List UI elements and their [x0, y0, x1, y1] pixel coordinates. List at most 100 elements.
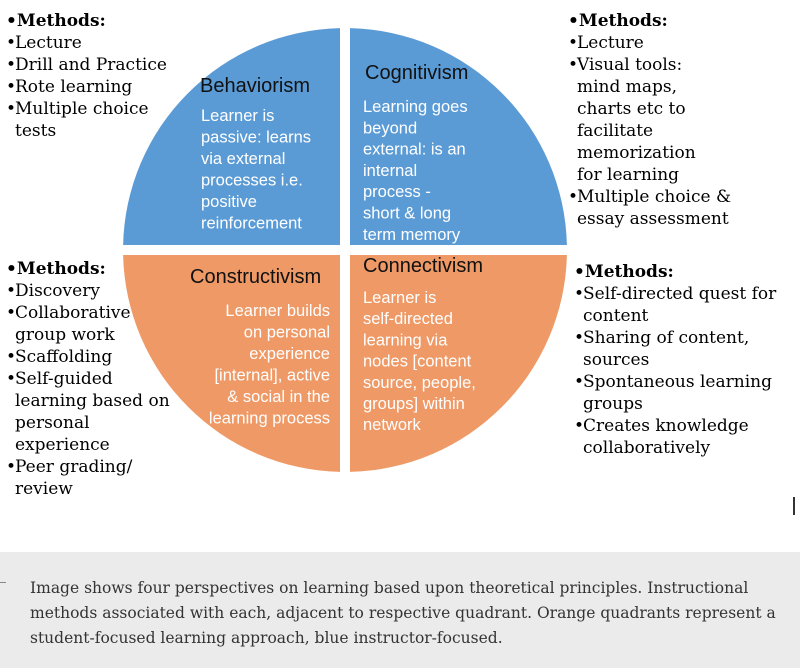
- description-line: learning via: [363, 331, 448, 349]
- method-item-line: essay assessment: [577, 209, 729, 229]
- method-item-line: memorization: [577, 143, 696, 163]
- method-item: Lecture: [6, 32, 171, 54]
- description-line: on personal: [244, 324, 330, 342]
- description-line: & social in the: [227, 388, 330, 406]
- method-item-line: facilitate: [577, 121, 654, 141]
- quadrant-cognitivism: [350, 28, 567, 245]
- caption-panel: Image shows four perspectives on learnin…: [0, 552, 800, 668]
- description-line: short & long: [363, 205, 451, 223]
- methods-list: LectureVisual tools:mind maps,charts etc…: [568, 32, 768, 230]
- method-item-line: mind maps,: [577, 77, 678, 97]
- method-item-line: Lecture: [15, 33, 82, 53]
- method-item-line: Creates knowledge: [583, 416, 749, 436]
- text-cursor: [793, 497, 795, 515]
- description-line: beyond: [363, 119, 417, 137]
- method-item-line: Multiple choice &: [577, 187, 732, 207]
- methods-list: DiscoveryCollaborativegroup workScaffold…: [6, 280, 171, 500]
- connectivism-description: Learner is self-directed learning via nodes…: [363, 289, 476, 434]
- methods-top-right: Methods: LectureVisual tools:mind maps,c…: [568, 10, 768, 230]
- description-line: [internal], active: [214, 367, 330, 385]
- method-item-line: Sharing of content,: [583, 328, 750, 348]
- method-item-line: Self-guided: [15, 369, 113, 389]
- methods-list: Self-directed quest forcontentSharing of…: [574, 283, 796, 459]
- method-item-line: charts etc to: [577, 99, 686, 119]
- method-item-line: Multiple choice: [15, 99, 149, 119]
- description-line: learning process: [209, 410, 330, 428]
- connectivism-title: Connectivism: [363, 255, 483, 277]
- description-line: source, people,: [363, 374, 476, 392]
- method-item-line: Visual tools:: [577, 55, 683, 75]
- description-line: passive: learns: [201, 129, 311, 147]
- methods-bottom-left: Methods: DiscoveryCollaborativegroup wor…: [6, 258, 171, 500]
- constructivism-description: Learner builds on personal experience [inte…: [209, 302, 330, 428]
- method-item: Drill and Practice: [6, 54, 171, 76]
- behaviorism-title: Behaviorism: [200, 75, 310, 97]
- method-item: Sharing of content,sources: [574, 327, 796, 371]
- constructivism-title: Constructivism: [190, 266, 321, 288]
- methods-heading: Methods:: [568, 10, 768, 32]
- cognitivism-description: Learning goes beyond external: is an intern…: [363, 98, 468, 244]
- method-item-line: Discovery: [15, 281, 100, 301]
- method-item-line: collaboratively: [583, 438, 711, 458]
- description-line: self-directed: [363, 310, 453, 328]
- method-item-line: group work: [15, 325, 115, 345]
- quadrant-connectivism: [350, 255, 567, 472]
- methods-heading: Methods:: [574, 261, 796, 283]
- description-line: Learner is: [363, 289, 436, 307]
- method-item-line: Collaborative: [15, 303, 131, 323]
- caption-text: Image shows four perspectives on learnin…: [30, 579, 776, 647]
- method-item-line: personal: [15, 413, 90, 433]
- methods-bottom-right: Methods: Self-directed quest forcontentS…: [574, 261, 796, 459]
- description-line: Learning goes: [363, 98, 468, 116]
- method-item-line: Self-directed quest for: [583, 284, 777, 304]
- quadrant-constructivism: [123, 255, 340, 472]
- method-item-line: groups: [583, 394, 643, 414]
- description-line: reinforcement: [201, 215, 302, 233]
- methods-top-left: Methods: LectureDrill and PracticeRote l…: [6, 10, 171, 142]
- description-line: experience: [249, 345, 330, 363]
- methods-heading: Methods:: [6, 10, 171, 32]
- method-item-line: tests: [15, 121, 57, 141]
- method-item-line: Scaffolding: [15, 347, 113, 367]
- description-line: nodes [content: [363, 353, 472, 371]
- cognitivism-title: Cognitivism: [365, 62, 468, 84]
- description-line: Learner builds: [225, 302, 330, 320]
- method-item: Peer grading/review: [6, 456, 171, 500]
- method-item-line: experience: [15, 435, 110, 455]
- method-item-line: content: [583, 306, 649, 326]
- method-item: Scaffolding: [6, 346, 171, 368]
- method-item-line: Peer grading/: [15, 457, 133, 477]
- description-line: network: [363, 416, 422, 434]
- method-item-line: review: [15, 479, 73, 499]
- method-item: Multiple choice &essay assessment: [568, 186, 768, 230]
- description-line: external: is an: [363, 141, 466, 159]
- method-item: Visual tools:mind maps,charts etc tofaci…: [568, 54, 768, 186]
- description-line: internal: [363, 162, 417, 180]
- description-line: positive: [201, 193, 257, 211]
- methods-heading: Methods:: [6, 258, 171, 280]
- method-item-line: Drill and Practice: [15, 55, 167, 75]
- description-line: process -: [363, 183, 431, 201]
- caption-dash: [0, 582, 6, 583]
- method-item-line: sources: [583, 350, 650, 370]
- method-item: Discovery: [6, 280, 171, 302]
- method-item-line: Spontaneous learning: [583, 372, 772, 392]
- method-item-line: for learning: [577, 165, 680, 185]
- method-item: Rote learning: [6, 76, 171, 98]
- description-line: term memory: [363, 226, 461, 244]
- description-line: groups] within: [363, 395, 465, 413]
- description-line: Learner is: [201, 107, 274, 125]
- method-item-line: Rote learning: [15, 77, 133, 97]
- description-line: processes i.e.: [201, 172, 303, 190]
- method-item-line: Lecture: [577, 33, 644, 53]
- quadrant-behaviorism: [123, 28, 340, 245]
- methods-list: LectureDrill and PracticeRote learningMu…: [6, 32, 171, 142]
